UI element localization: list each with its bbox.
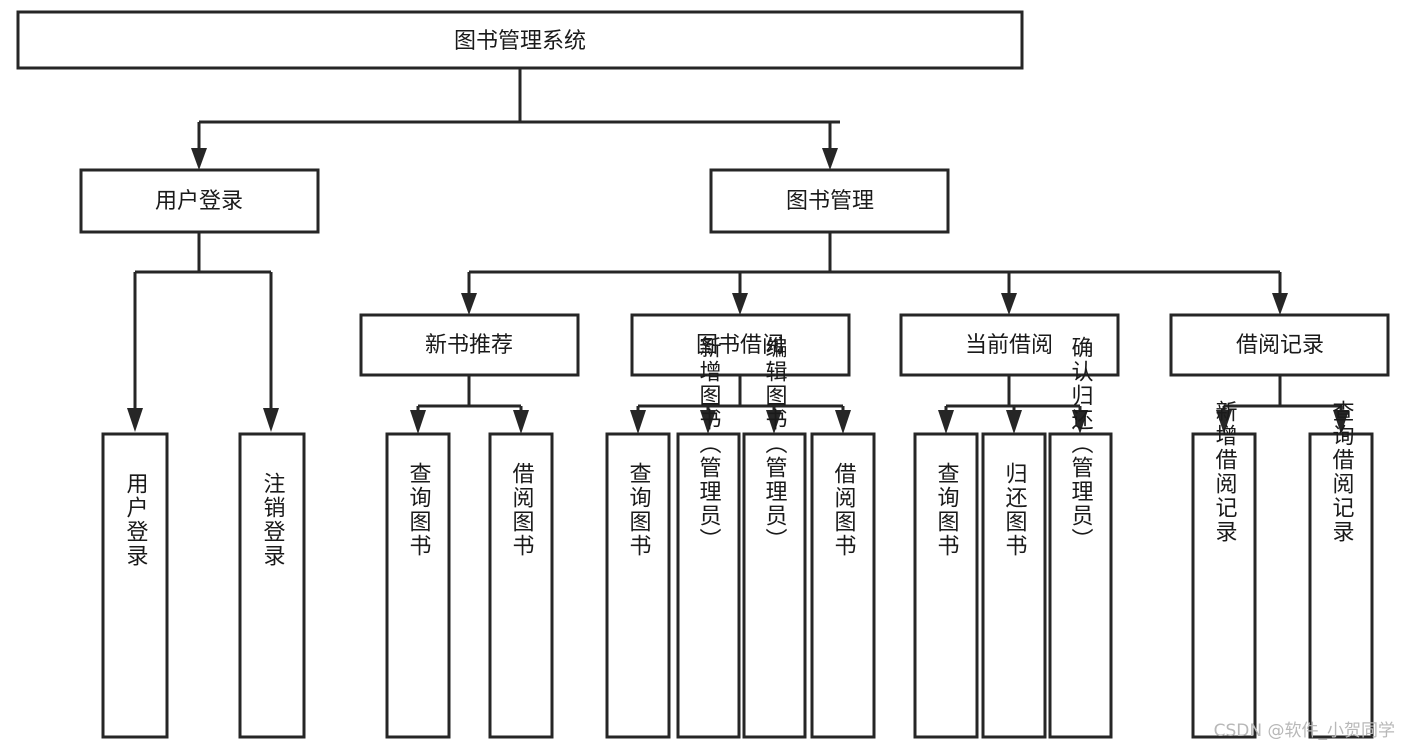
node-root-box[interactable]	[16, 10, 1024, 70]
arrow-root-to-login	[191, 148, 207, 170]
leaf-node-borrow-book-label: 借阅图书	[831, 462, 857, 558]
arrow-borrow-l3	[766, 410, 782, 434]
leaf-node-edit-book-admin[interactable]: 编辑图书（管理员）	[742, 336, 807, 739]
arrow-newbooks-l2	[513, 410, 529, 434]
leaf-node-borrow-book-rec-label: 借阅图书	[509, 462, 535, 558]
leaf-node-query-book-borrow-label: 查询图书	[626, 462, 652, 558]
arrow-books-to-n4	[1272, 293, 1288, 315]
leaf-node-logout-label: 注销登录	[260, 472, 286, 568]
leaf-node-borrow-book-rec[interactable]: 借阅图书	[488, 432, 554, 739]
arrow-current-l3	[1072, 410, 1088, 434]
leaf-node-query-book-borrow[interactable]: 查询图书	[605, 432, 671, 739]
watermark: CSDN @软件_小贺同学	[1213, 721, 1395, 741]
node-current-borrow-box[interactable]	[899, 313, 1120, 377]
arrow-login-to-leaf1	[127, 408, 143, 432]
node-book-borrow-label: 图书借阅	[696, 333, 784, 358]
node-book-borrow[interactable]: 图书借阅	[630, 313, 851, 377]
leaf-node-return-book-label: 归还图书	[1002, 462, 1028, 558]
leaf-node-query-book-borrow-box[interactable]	[605, 432, 671, 739]
leaf-node-edit-book-admin-box[interactable]	[742, 432, 807, 739]
leaf-node-add-borrow-record[interactable]: 新增借阅记录	[1191, 400, 1257, 739]
leaf-node-query-book-rec-box[interactable]	[385, 432, 451, 739]
node-new-book-recommend[interactable]: 新书推荐	[359, 313, 580, 377]
node-borrow-records-label: 借阅记录	[1236, 333, 1324, 358]
leaf-node-query-borrow-record-box[interactable]	[1308, 432, 1374, 739]
arrow-newbooks-l1	[410, 410, 426, 434]
leaf-node-confirm-return-admin-label: 确认归还（管理员）	[1068, 336, 1094, 552]
leaf-node-add-book-admin[interactable]: 新增图书（管理员）	[676, 336, 741, 739]
node-current-borrow-label: 当前借阅	[965, 333, 1053, 358]
node-new-book-recommend-label: 新书推荐	[425, 333, 513, 358]
arrow-current-l1	[938, 410, 954, 434]
connector-group-newbooks	[410, 375, 529, 434]
leaf-node-user-login-box[interactable]	[101, 432, 169, 739]
node-user-login-box[interactable]	[79, 168, 320, 234]
node-user-login-label: 用户登录	[155, 189, 243, 214]
leaf-node-return-book-box[interactable]	[981, 432, 1047, 739]
arrow-books-to-n3	[1001, 293, 1017, 315]
node-new-book-recommend-box[interactable]	[359, 313, 580, 377]
leaf-node-query-book-rec-label: 查询图书	[406, 462, 432, 558]
arrow-root-to-books	[822, 148, 838, 170]
leaf-node-borrow-book-rec-box[interactable]	[488, 432, 554, 739]
leaf-node-user-login[interactable]: 用户登录	[101, 432, 169, 739]
leaf-node-query-book-current[interactable]: 查询图书	[913, 432, 979, 739]
leaf-node-query-book-current-box[interactable]	[913, 432, 979, 739]
node-book-management[interactable]: 图书管理	[709, 168, 950, 234]
leaf-node-confirm-return-admin[interactable]: 确认归还（管理员）	[1048, 336, 1113, 739]
arrow-records-l2	[1333, 410, 1349, 434]
leaf-node-add-book-admin-box[interactable]	[676, 432, 741, 739]
leaf-node-query-borrow-record[interactable]: 查询借阅记录	[1308, 400, 1374, 739]
leaf-node-query-book-rec[interactable]: 查询图书	[385, 432, 451, 739]
node-book-management-box[interactable]	[709, 168, 950, 234]
node-user-login[interactable]: 用户登录	[79, 168, 320, 234]
leaf-node-user-login-label: 用户登录	[123, 472, 149, 568]
leaf-node-query-borrow-record-label: 查询借阅记录	[1329, 400, 1355, 544]
arrow-borrow-l1	[630, 410, 646, 434]
node-root-label: 图书管理系统	[454, 29, 586, 54]
leaf-node-edit-book-admin-label: 编辑图书（管理员）	[762, 336, 788, 552]
connector-group-books	[461, 232, 1288, 315]
connector-group-borrow	[630, 375, 851, 434]
connector-group-records	[1216, 375, 1349, 434]
leaf-node-confirm-return-admin-box[interactable]	[1048, 432, 1113, 739]
node-borrow-records-box[interactable]	[1169, 313, 1390, 377]
node-borrow-records[interactable]: 借阅记录	[1169, 313, 1390, 377]
leaf-node-add-book-admin-label: 新增图书（管理员）	[696, 336, 722, 552]
connector-group-current	[938, 375, 1088, 434]
connector-group-root	[191, 68, 840, 170]
leaf-node-logout-box[interactable]	[238, 432, 306, 739]
arrow-records-l1	[1216, 410, 1232, 434]
node-current-borrow[interactable]: 当前借阅	[899, 313, 1120, 377]
arrow-books-to-n1	[461, 293, 477, 315]
node-book-management-label: 图书管理	[786, 189, 874, 214]
arrow-login-to-leaf2	[263, 408, 279, 432]
leaf-node-add-borrow-record-label: 新增借阅记录	[1212, 400, 1238, 544]
arrow-current-l2	[1006, 410, 1022, 434]
leaf-node-return-book[interactable]: 归还图书	[981, 432, 1047, 739]
arrow-borrow-l2	[700, 410, 716, 434]
node-root[interactable]: 图书管理系统	[16, 10, 1024, 70]
arrow-books-to-n2	[732, 293, 748, 315]
connector-group-login	[127, 232, 279, 432]
leaf-node-query-book-current-label: 查询图书	[934, 462, 960, 558]
leaf-node-logout[interactable]: 注销登录	[238, 432, 306, 739]
leaf-node-add-borrow-record-box[interactable]	[1191, 432, 1257, 739]
leaf-node-borrow-book-box[interactable]	[810, 432, 876, 739]
node-book-borrow-box[interactable]	[630, 313, 851, 377]
leaf-node-borrow-book[interactable]: 借阅图书	[810, 432, 876, 739]
arrow-borrow-l4	[835, 410, 851, 434]
